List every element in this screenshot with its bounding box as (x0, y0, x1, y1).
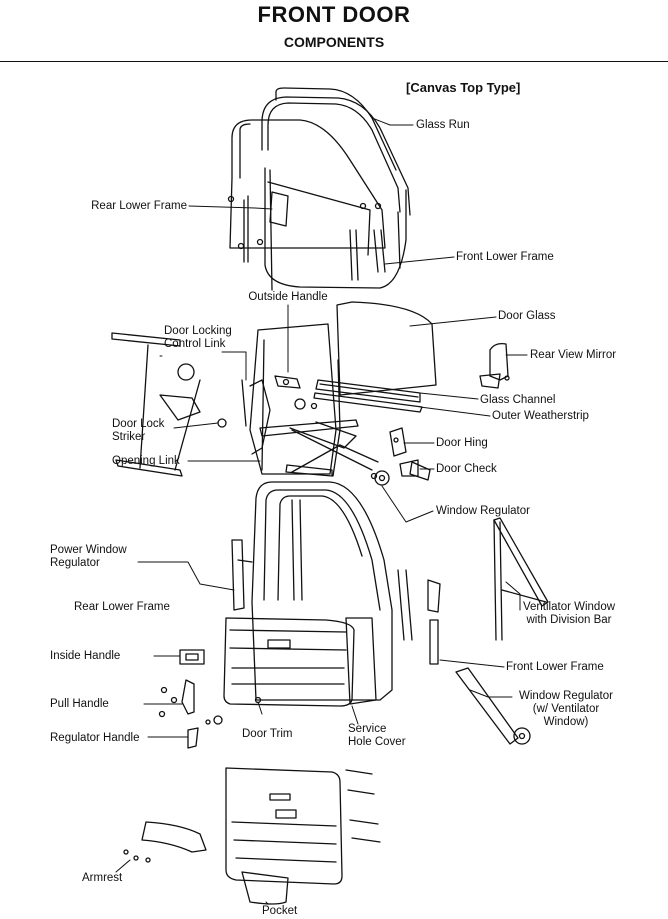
label-rear-lower-frame-top: Rear Lower Frame (91, 200, 187, 212)
variant-label: [Canvas Top Type] (406, 80, 521, 95)
window-regulator-shape (286, 430, 389, 485)
label-power-window-regulator: Power Window Regulator (50, 544, 127, 569)
label-regulator-handle: Regulator Handle (50, 732, 140, 744)
door-outer-panel-mid (252, 482, 412, 700)
outside-handle-shape (275, 376, 300, 388)
label-window-regulator-vent: Window Regulator (w/ Ventilator Window) (519, 690, 613, 728)
power-window-regulator-shape (112, 333, 200, 476)
rear-view-mirror-shape (480, 344, 509, 388)
rear-lower-frame-mid-shape (232, 540, 252, 610)
label-glass-run: Glass Run (416, 119, 470, 131)
header-rule (0, 61, 668, 62)
leader-lines-section-4 (116, 860, 268, 904)
label-service-hole-cover: Service Hole Cover (348, 723, 406, 748)
label-door-check: Door Check (436, 463, 497, 475)
door-trim-shape (224, 618, 354, 706)
leader-lines-section-1 (189, 118, 454, 264)
label-inside-handle: Inside Handle (50, 650, 121, 662)
page-title: FRONT DOOR (257, 2, 411, 27)
lock-and-links (218, 380, 358, 454)
outer-weatherstrip-shape (314, 393, 422, 412)
leader-lines-section-3 (138, 356, 520, 737)
label-door-lock-striker: Door Lock Striker (112, 418, 165, 443)
label-door-hing: Door Hing (436, 437, 488, 449)
window-regulator-vent-shape (456, 668, 530, 744)
label-front-lower-frame-mid: Front Lower Frame (506, 661, 604, 673)
label-glass-channel: Glass Channel (480, 394, 556, 406)
leader-lines-section-2 (174, 305, 527, 522)
label-ventilator-window: Ventilator Window with Division Bar (522, 601, 616, 626)
label-rear-view-mirror: Rear View Mirror (530, 349, 617, 361)
label-door-trim: Door Trim (242, 728, 293, 740)
label-outer-weatherstrip: Outer Weatherstrip (492, 410, 589, 422)
inside-handle-shape (180, 650, 204, 664)
regulator-handle-shape (188, 716, 222, 748)
door-hinge-and-check (372, 428, 431, 480)
armrest-shape (124, 822, 206, 862)
label-door-locking-control-link: Door Locking Control Link (164, 325, 232, 350)
glass-channel-shape (316, 380, 420, 402)
label-armrest: Armrest (82, 872, 123, 884)
service-hole-cover-shape (346, 618, 376, 704)
label-outside-handle: Outside Handle (248, 291, 328, 303)
door-frame-canvas-top (229, 88, 411, 290)
label-pocket: Pocket (262, 905, 298, 917)
label-rear-lower-frame-mid: Rear Lower Frame (74, 601, 170, 613)
door-glass-shape (337, 302, 436, 395)
ventilator-window-shape (494, 518, 548, 640)
front-lower-frame-mid-shape (428, 580, 440, 664)
page-subtitle: COMPONENTS (283, 34, 385, 50)
label-pull-handle: Pull Handle (50, 698, 109, 710)
label-opening-link: Opening Link (112, 455, 180, 467)
label-door-glass: Door Glass (498, 310, 556, 322)
pull-handle-shape (160, 680, 195, 717)
pocket-shape (242, 872, 288, 904)
door-trim-lower-shape (226, 768, 380, 884)
label-window-regulator: Window Regulator (436, 505, 530, 517)
label-front-lower-frame-top: Front Lower Frame (456, 251, 554, 263)
